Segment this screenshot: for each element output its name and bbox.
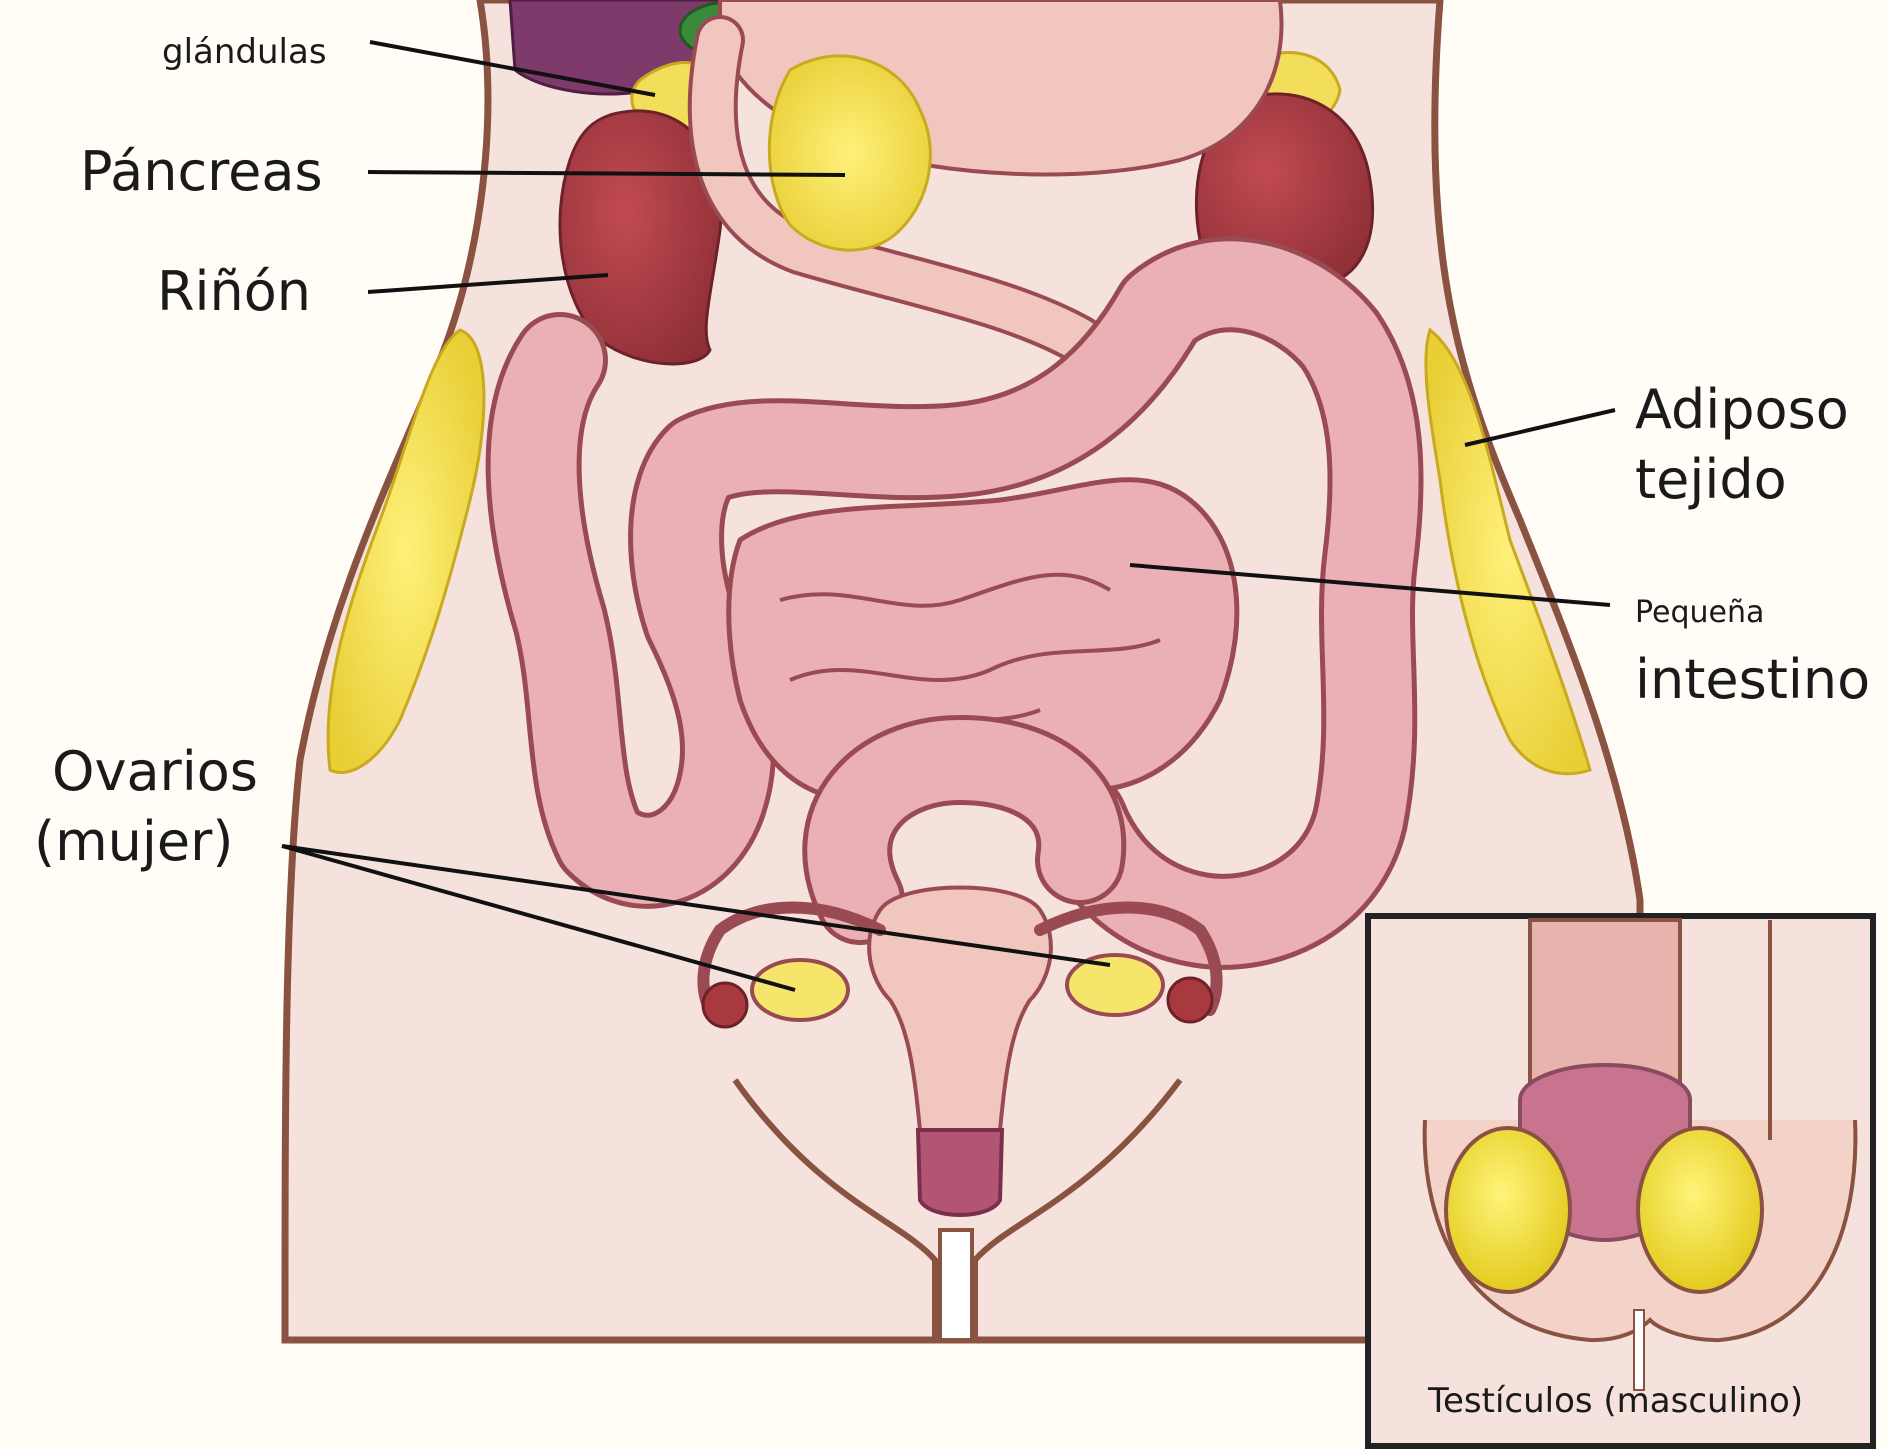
label-ovaries-line2: (mujer) (34, 810, 233, 873)
label-ovaries-line1: Ovarios (52, 740, 258, 803)
urethra (1634, 1310, 1644, 1390)
ovary-left (752, 960, 848, 1020)
fimbria-right (1168, 978, 1212, 1022)
label-pancreas: Páncreas (80, 140, 323, 203)
label-testes: Testículos (masculino) (1427, 1381, 1803, 1421)
label-adipose-line1: Adiposo (1635, 378, 1849, 441)
cervix (918, 1130, 1002, 1215)
label-kidney: Riñón (157, 260, 311, 323)
label-intestine-line1: Pequeña (1635, 595, 1764, 630)
fimbria-left (703, 983, 747, 1027)
vaginal-canal (940, 1230, 972, 1340)
testicle-right (1638, 1128, 1762, 1292)
label-adipose-line2: tejido (1635, 448, 1787, 511)
testicle-left (1446, 1128, 1570, 1292)
label-glands: glándulas (162, 32, 327, 72)
pancreas (769, 56, 930, 250)
label-intestine-line2: intestino (1635, 648, 1870, 711)
leader-adipose (1465, 410, 1615, 445)
ovary-right (1067, 955, 1163, 1015)
